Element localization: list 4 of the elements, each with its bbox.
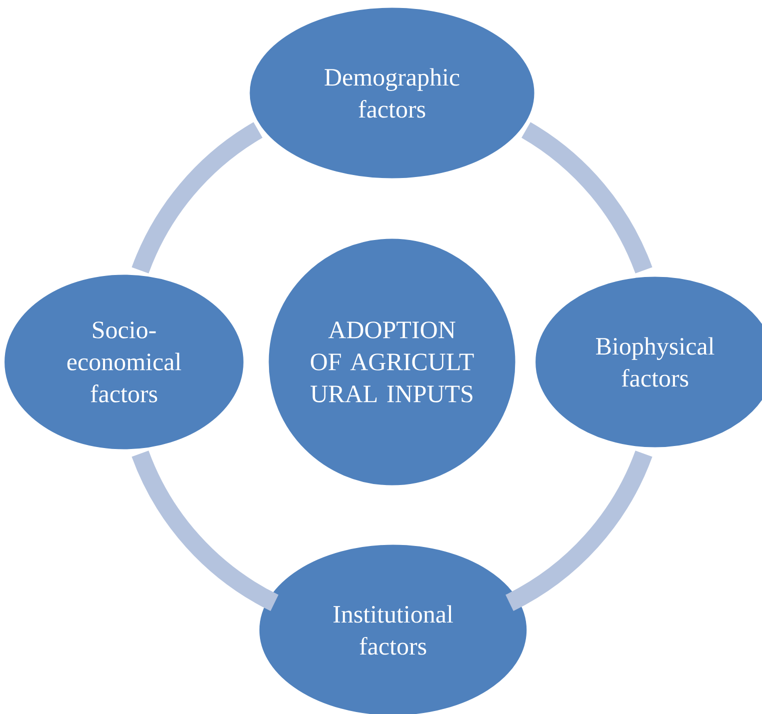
- ring-arc: [132, 122, 263, 274]
- ring-arc: [132, 450, 279, 611]
- ring-arc: [505, 450, 652, 611]
- ring-arc: [521, 122, 652, 274]
